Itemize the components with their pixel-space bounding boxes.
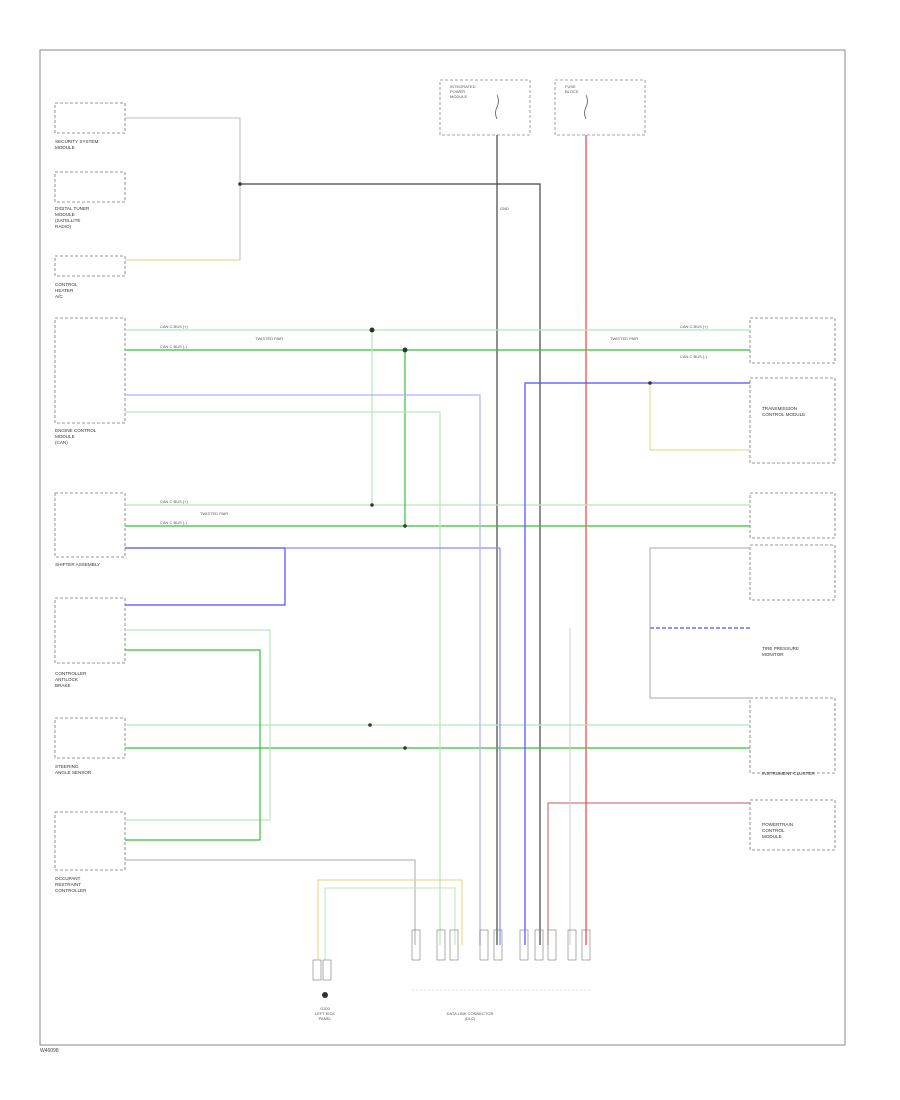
module-box-right-top bbox=[749, 317, 836, 364]
grey-branch bbox=[125, 117, 241, 261]
splice-dot bbox=[369, 327, 375, 333]
label-ipc: INSTRUMENT CLUSTER bbox=[762, 771, 815, 776]
module-box-ipc bbox=[749, 697, 836, 774]
fuse-blocks bbox=[439, 79, 646, 136]
wire-label-twisted-mid: TWISTED PAIR bbox=[200, 511, 228, 516]
fuse-box-right bbox=[554, 79, 646, 136]
label-shifter: SHIFTER ASSEMBLY bbox=[55, 562, 100, 567]
signal-lines bbox=[125, 259, 750, 960]
footer-code: W46098 bbox=[40, 1048, 59, 1054]
module-box-ecm bbox=[54, 317, 126, 424]
splice-dot bbox=[368, 723, 372, 727]
module-box-occupant bbox=[54, 811, 126, 871]
fuse-box-left bbox=[439, 79, 531, 136]
ground-point-dot bbox=[322, 992, 328, 998]
splice-points bbox=[238, 182, 652, 998]
module-box-security bbox=[54, 102, 126, 134]
left-module-boxes bbox=[54, 102, 126, 871]
ground-branch bbox=[240, 183, 541, 945]
module-box-tcm bbox=[749, 377, 836, 464]
module-box-right-mid bbox=[749, 492, 836, 539]
wire-label-can-low-right: CAN C BUS (-) bbox=[680, 354, 708, 359]
splice-dot bbox=[402, 347, 408, 353]
diagram-frame bbox=[39, 49, 846, 1046]
can-bus-lines bbox=[125, 329, 750, 945]
blue-bus-lines bbox=[125, 382, 750, 945]
right-module-boxes bbox=[749, 317, 836, 851]
module-box-tpms bbox=[749, 544, 836, 601]
splice-dot bbox=[238, 182, 242, 186]
module-box-shifter bbox=[54, 492, 126, 558]
label-dlc: DATA LINK CONNECTOR(DLC) bbox=[447, 1011, 494, 1021]
wire-label-can-high-right: CAN C BUS (+) bbox=[680, 324, 709, 329]
splice-dot bbox=[648, 381, 652, 385]
dlc-connector-pins bbox=[312, 929, 591, 981]
power-wires bbox=[125, 117, 587, 945]
wire-label-twisted-right: TWISTED PAIR bbox=[610, 336, 638, 341]
wire-label-can-high-mid: CAN C BUS (+) bbox=[160, 499, 189, 504]
splice-dot bbox=[370, 503, 374, 507]
module-box-pcm bbox=[749, 799, 836, 851]
wire-label-twisted: TWISTED PAIR bbox=[255, 336, 283, 341]
wire-label-can-high: CAN C BUS (+) bbox=[160, 324, 189, 329]
module-box-tuner bbox=[54, 171, 126, 203]
module-box-radio bbox=[54, 255, 126, 277]
wire-labels: CAN C BUS (+) CAN C BUS (-) TWISTED PAIR… bbox=[160, 206, 709, 525]
wire-label-can-low-mid: CAN C BUS (-) bbox=[160, 520, 188, 525]
splice-dot bbox=[403, 746, 407, 750]
fuse-elements bbox=[495, 94, 588, 120]
wire-label-can-low: CAN C BUS (-) bbox=[160, 344, 188, 349]
module-box-hvac bbox=[54, 597, 126, 664]
splice-dot bbox=[403, 524, 407, 528]
module-box-steering bbox=[54, 717, 126, 759]
wire-label-ground: GND bbox=[500, 206, 509, 211]
